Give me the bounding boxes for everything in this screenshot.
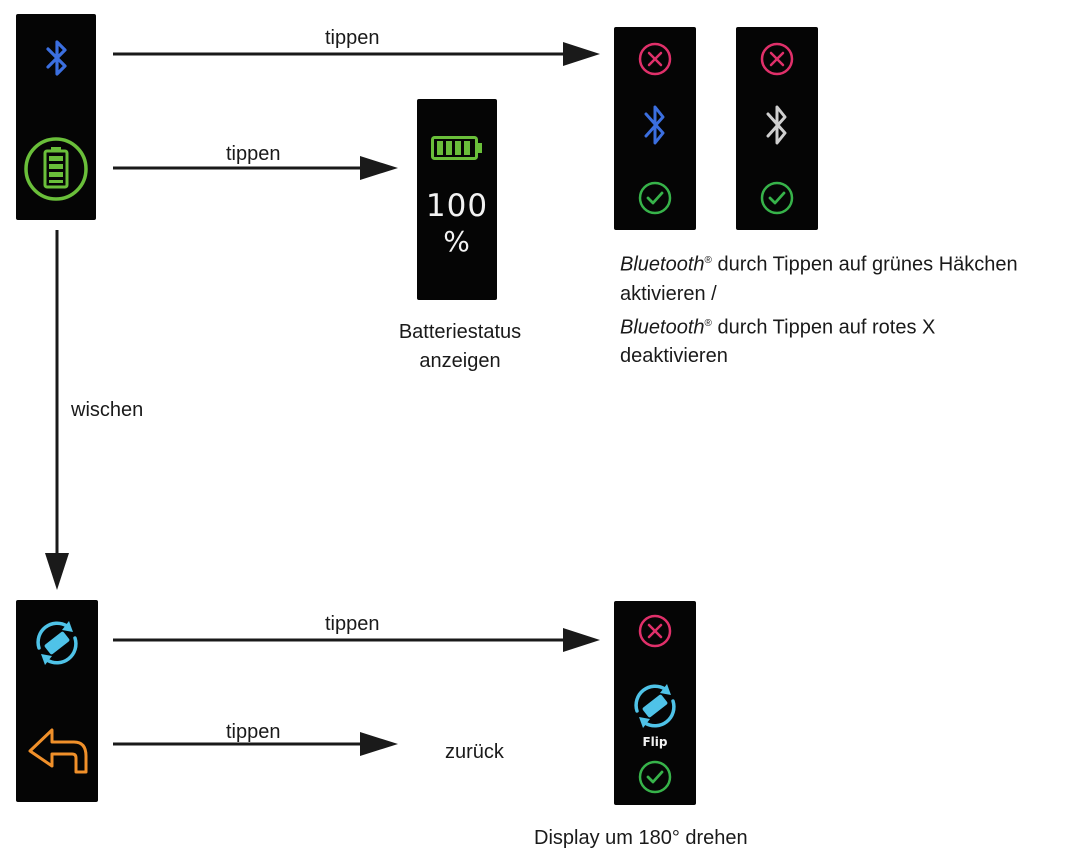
flip-rotate-icon (634, 684, 676, 728)
swipe-label: wischen (71, 399, 144, 421)
flip-confirm-screen: Flip (614, 601, 696, 805)
flip-label: Flip (642, 735, 668, 749)
bluetooth-icon (766, 105, 787, 145)
arrowhead (360, 732, 398, 756)
menu-screen-1 (16, 14, 96, 220)
battery-icon[interactable] (22, 135, 90, 203)
bluetooth-icon (644, 105, 665, 145)
battery-level-icon (431, 136, 482, 160)
flip-rotate-icon[interactable] (29, 618, 85, 668)
tap-label: tippen (325, 27, 380, 49)
battery-caption: Batteriestatus anzeigen (398, 321, 522, 372)
close-icon[interactable] (637, 613, 673, 649)
bluetooth-icon[interactable] (44, 38, 70, 78)
check-icon[interactable] (637, 759, 673, 795)
tap-label: tippen (226, 143, 281, 165)
back-arrow-icon[interactable] (26, 724, 90, 780)
bluetooth-confirm-screen-active (614, 27, 696, 230)
menu-screen-2 (16, 600, 98, 802)
arrowhead (45, 553, 69, 590)
arrowhead (360, 156, 398, 180)
battery-status-screen: 100 % (417, 99, 497, 300)
back-label: zurück (445, 741, 504, 763)
arrowhead (563, 628, 600, 652)
close-icon[interactable] (637, 41, 673, 77)
arrowhead (563, 42, 600, 66)
tap-label: tippen (325, 613, 380, 635)
battery-unit: % (443, 225, 471, 258)
close-icon[interactable] (759, 41, 795, 77)
display-caption: Display um 180° drehen (534, 827, 748, 849)
check-icon[interactable] (759, 180, 795, 216)
bluetooth-caption: Bluetooth® durch Tippen auf grünes Häkch… (620, 253, 1018, 368)
bluetooth-confirm-screen-inactive (736, 27, 818, 230)
check-icon[interactable] (637, 180, 673, 216)
battery-value: 100 (425, 188, 489, 224)
tap-label: tippen (226, 721, 281, 743)
